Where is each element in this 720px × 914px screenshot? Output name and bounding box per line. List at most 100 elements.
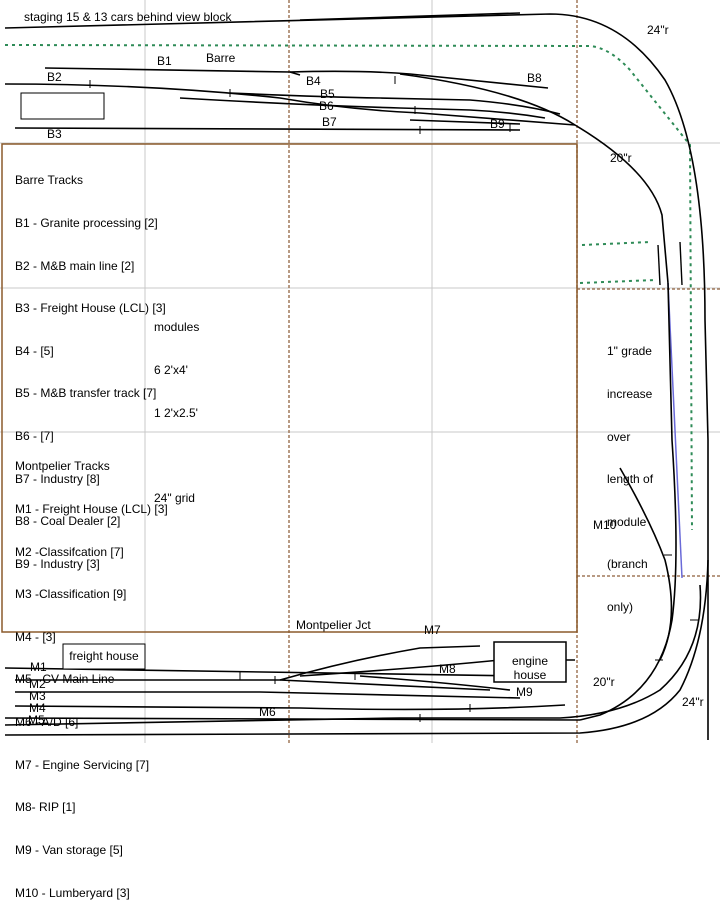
grid-size-note: 24" grid bbox=[154, 490, 195, 505]
grid bbox=[0, 0, 720, 743]
engine-house-box bbox=[493, 641, 567, 683]
track-label-b6: B6 bbox=[319, 99, 334, 113]
track-m9 bbox=[359, 675, 511, 691]
track-label-m4: M4 bbox=[29, 701, 46, 715]
track-label-b2: B2 bbox=[47, 70, 62, 84]
radius-label: 24"r bbox=[647, 23, 669, 37]
view-block-box bbox=[20, 92, 105, 120]
track-label-b7: B7 bbox=[322, 115, 337, 129]
main-line-outer bbox=[4, 559, 709, 736]
track-label-m5: M5 bbox=[28, 713, 45, 727]
grade-line bbox=[667, 282, 683, 579]
legend-item: M4 - [3] bbox=[15, 629, 56, 644]
view-block-line bbox=[581, 241, 651, 246]
modules-line: 1 2'x2.5' bbox=[154, 405, 198, 420]
barre-tracks-title: Barre Tracks bbox=[15, 173, 84, 188]
legend-item: M10 - Lumberyard [3] bbox=[15, 885, 130, 900]
radius-label: 20"r bbox=[593, 675, 615, 689]
track-label-m2: M2 bbox=[29, 677, 46, 691]
engine-house-line: house bbox=[513, 668, 547, 682]
engine-house-line: engine bbox=[511, 654, 549, 668]
grade-note-line: module bbox=[607, 514, 647, 529]
grade-note: 1" grade increase over length of module … bbox=[607, 316, 653, 628]
legend-item: M3 -Classification [9] bbox=[15, 587, 127, 602]
track-m4 bbox=[14, 704, 566, 711]
track-label-b3: B3 bbox=[47, 127, 62, 141]
barre-town-label: Barre bbox=[206, 51, 236, 65]
track-label-m3: M3 bbox=[29, 689, 46, 703]
track-label-m10: M10 bbox=[593, 518, 617, 532]
legend-item: B3 - Freight House (LCL) [3] bbox=[15, 301, 166, 316]
track-m3 bbox=[15, 691, 521, 699]
legend-item: M6 - A/D [6] bbox=[15, 715, 79, 730]
module-outline bbox=[1, 143, 578, 633]
track-m5 bbox=[4, 717, 581, 721]
track-label-b1: B1 bbox=[157, 54, 172, 68]
return-curve bbox=[400, 584, 702, 719]
track-b7 bbox=[14, 127, 521, 131]
legend-item: M7 - Engine Servicing [7] bbox=[15, 757, 150, 772]
track-m2 bbox=[15, 679, 491, 691]
grade-note-line: 1" grade bbox=[607, 344, 652, 359]
staging-track bbox=[4, 13, 709, 740]
legend-item: B2 - M&B main line [2] bbox=[15, 258, 135, 273]
view-block-line bbox=[4, 44, 693, 531]
engine-house-label: engine house bbox=[494, 654, 566, 682]
grade-note-line: length of bbox=[607, 472, 654, 487]
freight-house-label: freight house bbox=[69, 649, 139, 663]
legend-item: B9 - Industry [3] bbox=[15, 556, 100, 571]
track-label-m7: M7 bbox=[424, 623, 441, 637]
staging-label: staging 15 & 13 cars behind view block bbox=[24, 10, 232, 24]
main-line-inner bbox=[399, 73, 669, 284]
montpelier-tracks-legend: Montpelier Tracks M1 - Freight House (LC… bbox=[15, 431, 168, 914]
tie-marks bbox=[89, 76, 698, 722]
grade-note-line: over bbox=[607, 429, 631, 444]
legend-item: M9 - Van storage [5] bbox=[15, 842, 123, 857]
turnout-stub bbox=[679, 241, 683, 286]
legend-item: B8 - Coal Dealer [2] bbox=[15, 514, 121, 529]
radius-label: 20"r bbox=[610, 151, 632, 165]
track-m7 bbox=[279, 645, 481, 681]
staging-track bbox=[299, 12, 521, 21]
legend-item: M5 - CV Main Line bbox=[15, 672, 115, 687]
legend-item: B5 - M&B transfer track [7] bbox=[15, 386, 157, 401]
track-plan-diagram bbox=[0, 0, 720, 743]
grade-note-line: increase bbox=[607, 387, 653, 402]
legend-item: M1 - Freight House (LCL) [3] bbox=[15, 502, 168, 517]
track-label-b8: B8 bbox=[527, 71, 542, 85]
turnout-stubs bbox=[657, 241, 683, 286]
track-label-b4: B4 bbox=[306, 74, 321, 88]
turnout-stub bbox=[657, 244, 661, 286]
track-m6 bbox=[4, 717, 401, 726]
legend-item: B1 - Granite processing [2] bbox=[15, 216, 158, 231]
track-label-m8: M8 bbox=[439, 662, 456, 676]
view-block-line bbox=[579, 279, 656, 284]
montpelier-jct-label: Montpelier Jct bbox=[296, 618, 371, 632]
track-label-m1: M1 bbox=[30, 660, 47, 674]
legend-item: M2 -Classifcation [7] bbox=[15, 544, 124, 559]
legend-item: B6 - [7] bbox=[15, 429, 54, 444]
modules-title: modules bbox=[154, 320, 200, 335]
radius-label: 24"r bbox=[682, 695, 704, 709]
grade-note-line: (branch bbox=[607, 557, 648, 572]
grade-note-line: only) bbox=[607, 600, 634, 615]
track-label-b9: B9 bbox=[490, 117, 505, 131]
track-b1 bbox=[44, 67, 301, 76]
tracks bbox=[4, 12, 709, 740]
legend-item: B4 - [5] bbox=[15, 343, 54, 358]
track-label-b5: B5 bbox=[320, 87, 335, 101]
track-b6 bbox=[179, 97, 546, 119]
track-m10 bbox=[619, 467, 673, 661]
track-b5 bbox=[229, 92, 561, 115]
modules-line: 6 2'x4' bbox=[154, 363, 188, 378]
track-b9 bbox=[409, 119, 521, 125]
view-block bbox=[4, 44, 693, 531]
legend-item: B7 - Industry [8] bbox=[15, 471, 100, 486]
montpelier-tracks-title: Montpelier Tracks bbox=[15, 459, 110, 474]
track-b2 bbox=[4, 83, 576, 126]
track-label-m6: M6 bbox=[259, 705, 276, 719]
main-line-inner bbox=[579, 282, 677, 721]
track-label-m9: M9 bbox=[516, 685, 533, 699]
legend-item: M8- RIP [1] bbox=[15, 800, 76, 815]
track-m8 bbox=[299, 659, 575, 677]
